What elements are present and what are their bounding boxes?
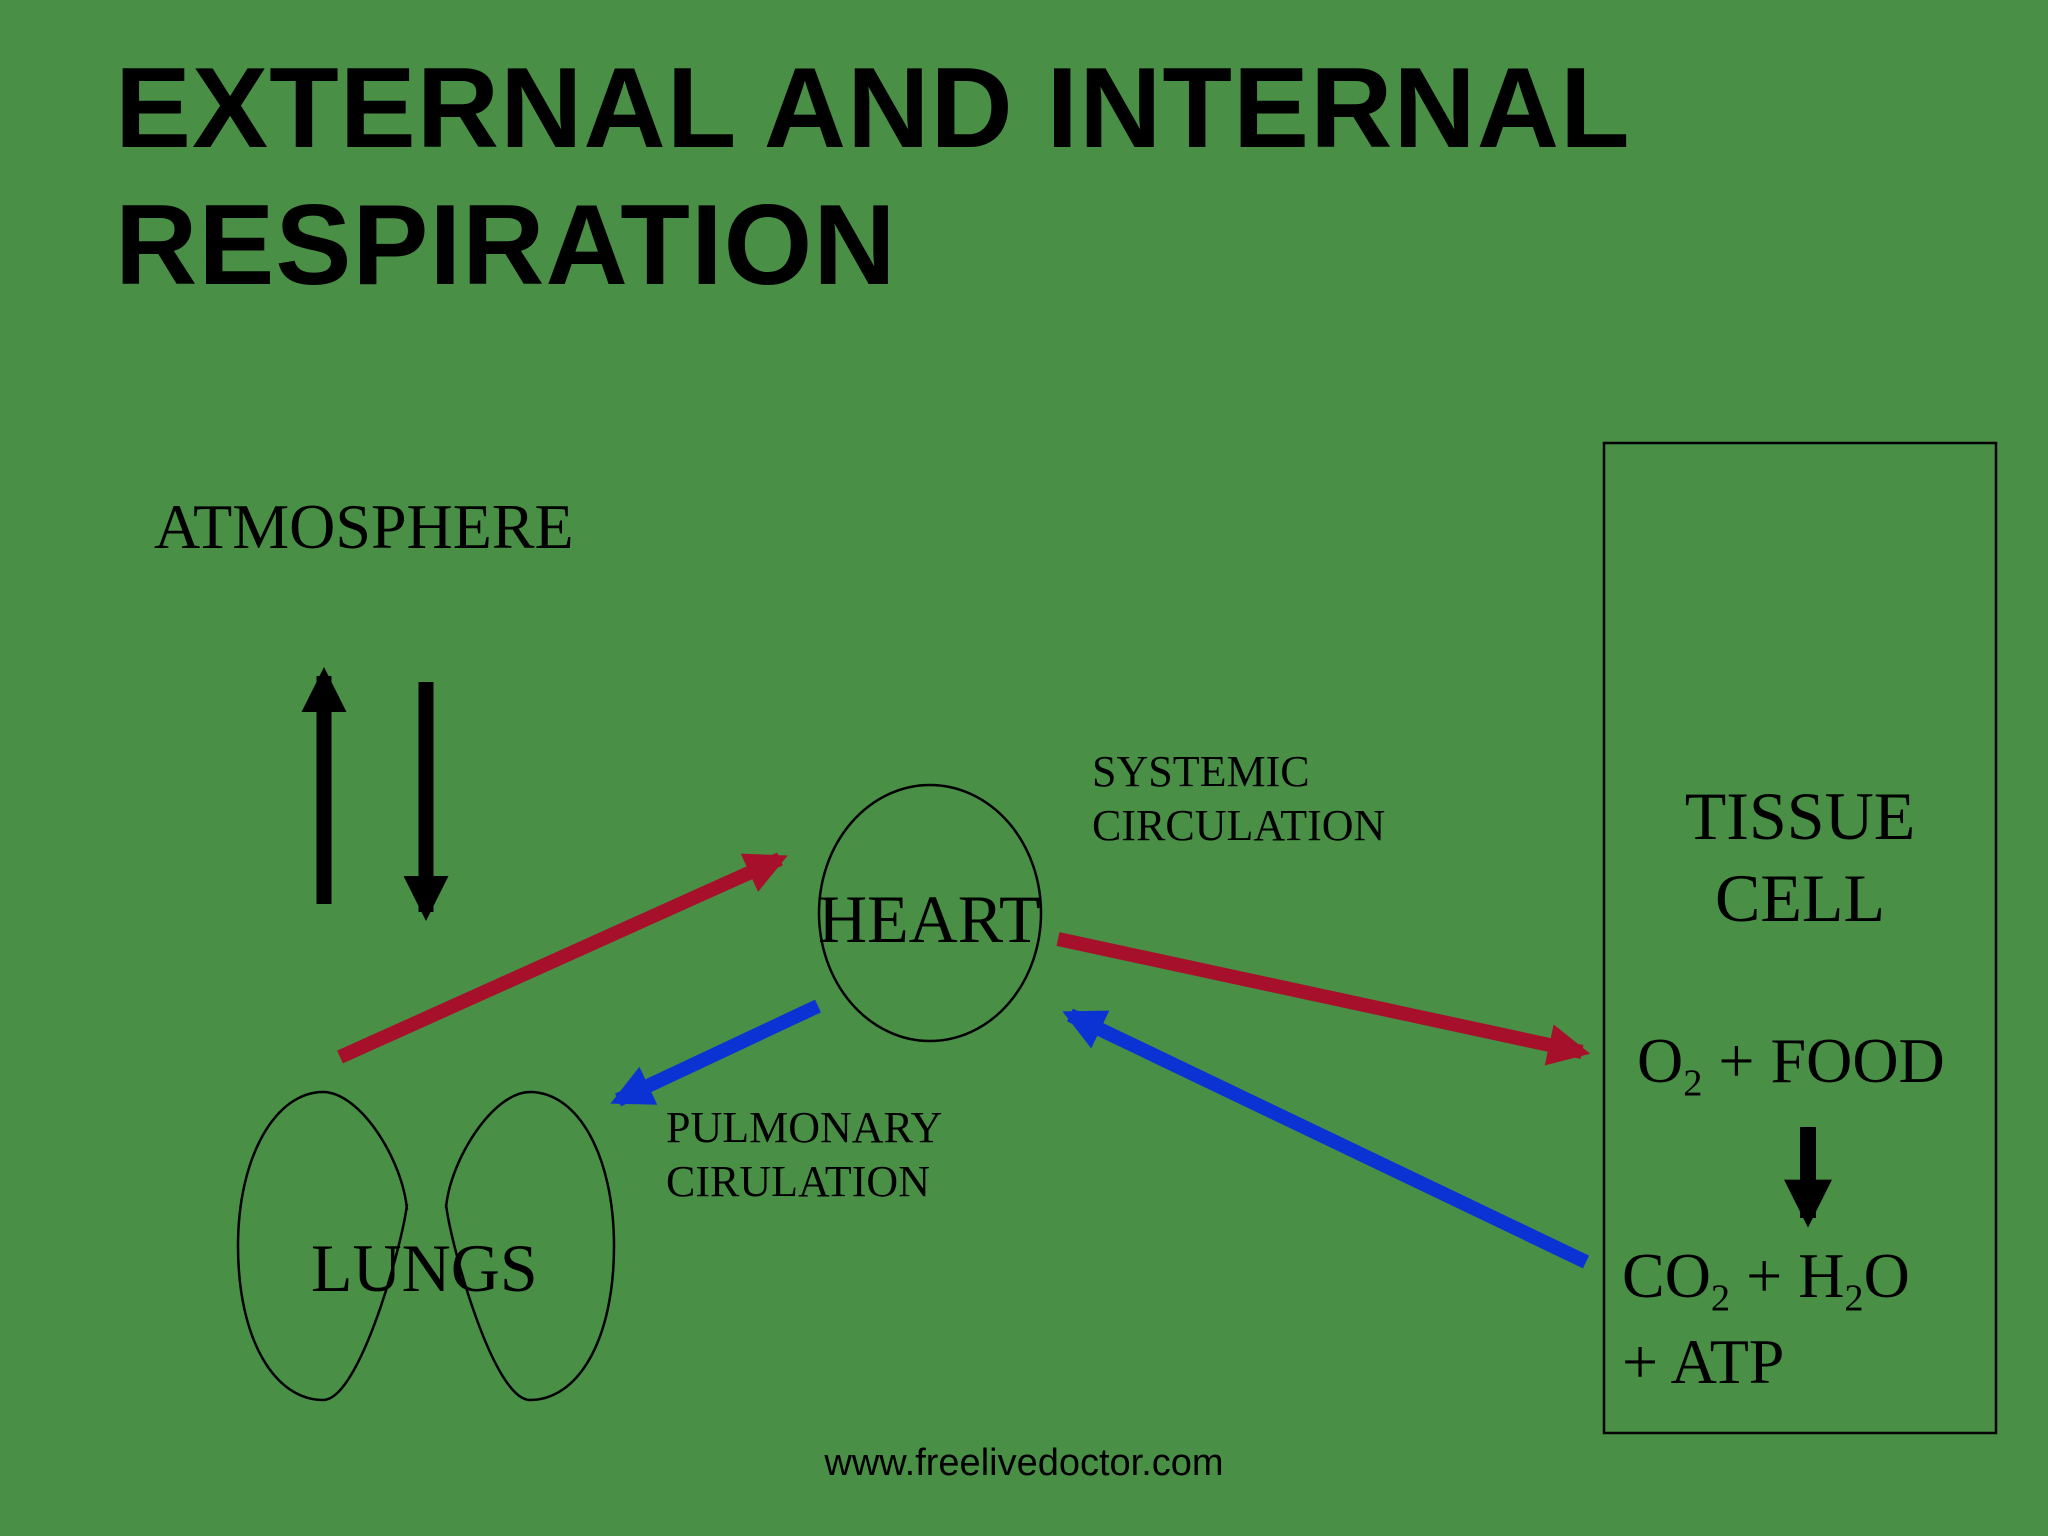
- title-line-2: RESPIRATION: [115, 182, 897, 309]
- reactants-rest: + FOOD: [1702, 1025, 1945, 1096]
- water-subscript: 2: [1844, 1277, 1864, 1320]
- reactants-formula: O2 + FOOD: [1637, 1025, 1945, 1103]
- pulmonary-vein-arrow: [337, 852, 788, 1064]
- water-oxygen: O: [1863, 1240, 1910, 1311]
- slide-title: EXTERNAL AND INTERNAL RESPIRATION: [115, 40, 1631, 314]
- pulmonary-label-line-2: CIRULATION: [666, 1157, 930, 1206]
- tissue-cell-label: TISSUE CELL: [1604, 775, 1996, 939]
- systemic-circulation-label: SYSTEMIC CIRCULATION: [1092, 745, 1385, 853]
- left-lung: [236, 1090, 409, 1402]
- products-line-1: CO2 + H2O: [1622, 1240, 1910, 1318]
- oxygen-subscript: 2: [1683, 1062, 1703, 1105]
- lungs-label: LUNGS: [311, 1230, 538, 1306]
- products-line-2: + ATP: [1622, 1326, 1785, 1397]
- atmosphere-label: ATMOSPHERE: [154, 491, 574, 562]
- footer-url[interactable]: www.freelivedoctor.com: [824, 1442, 1224, 1484]
- pulmonary-artery-arrow: [610, 999, 821, 1107]
- pulmonary-circulation-label: PULMONARY CIRULATION: [666, 1101, 942, 1209]
- systemic-vein-arrow: [1062, 1008, 1590, 1269]
- pulmonary-label-line-1: PULMONARY: [666, 1103, 943, 1152]
- co2-subscript: 2: [1710, 1277, 1731, 1320]
- products-formula: CO2 + H2O + ATP: [1622, 1240, 1910, 1398]
- plus-h: + H: [1730, 1240, 1845, 1311]
- tissue-label-line-2: CELL: [1715, 860, 1885, 936]
- heart-shape: [817, 783, 1043, 1043]
- systemic-label-line-2: CIRCULATION: [1092, 801, 1386, 850]
- title-line-1: EXTERNAL AND INTERNAL: [115, 45, 1631, 172]
- systemic-artery-arrow: [1056, 932, 1591, 1066]
- systemic-label-line-1: SYSTEMIC: [1092, 747, 1310, 796]
- right-lung: [444, 1090, 616, 1402]
- lungs-shape: [236, 1090, 616, 1402]
- heart-label: HEART: [818, 881, 1041, 957]
- co2-symbol: CO: [1622, 1240, 1711, 1311]
- tissue-label-line-1: TISSUE: [1684, 778, 1916, 854]
- tissue-cell-box: [1602, 441, 1998, 1435]
- oxygen-symbol: O: [1637, 1025, 1684, 1096]
